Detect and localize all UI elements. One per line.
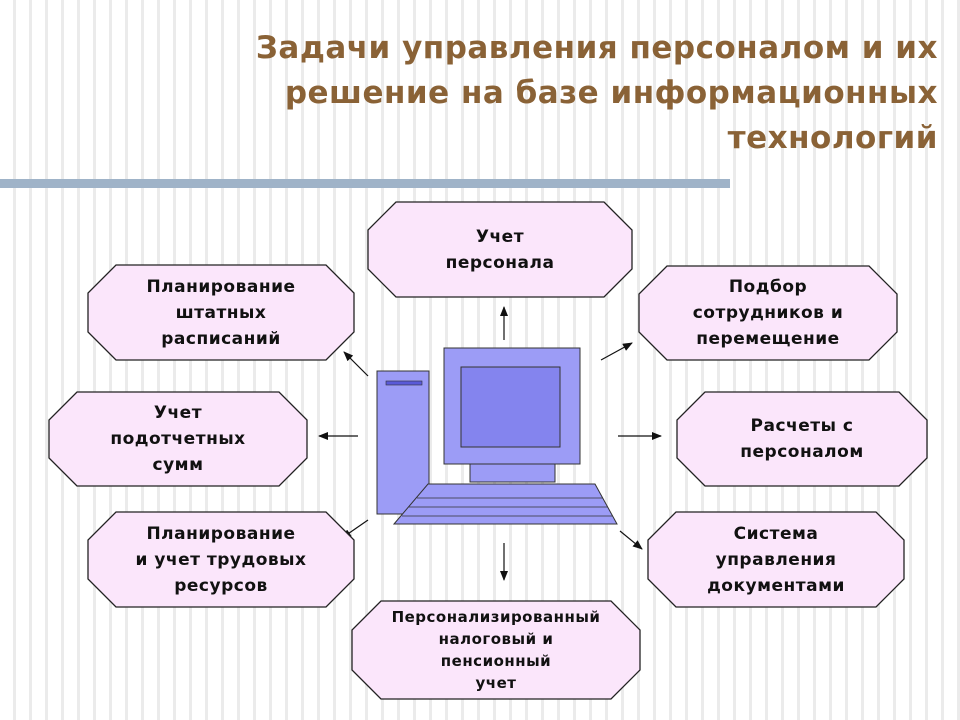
octagon-shape [638,265,898,361]
octagon-shape [87,264,355,361]
task-label: Расчеты с персоналом [740,416,864,462]
arrow-to-document-management [619,530,643,550]
octagon-shape [367,201,633,298]
arrow-to-recruitment [600,342,633,361]
octagon-outline [48,391,308,487]
octagon-shape [48,391,308,487]
arrow-to-staff-planning [343,351,369,377]
connector-arrows [318,306,662,581]
octagon-outline [367,201,633,298]
octagon-shape [351,600,641,700]
octagon-outline [87,511,355,608]
octagon-shape [676,391,928,487]
box-labor-resources[interactable]: Планирование и учет трудовых ресурсов [87,511,355,608]
octagon-outline [351,600,641,700]
box-recruitment[interactable]: Подбор сотрудников и перемещение [638,265,898,361]
box-personnel-accounting[interactable]: Учет персонала [367,201,633,298]
box-payroll[interactable]: Расчеты с персоналом [676,391,928,487]
octagon-shape [87,511,355,608]
task-label: Система управления документами [707,523,845,596]
title-line-1: Задачи управления персоналом и их [255,30,938,66]
octagon-outline [638,265,898,361]
task-label: Учет персонала [445,226,555,273]
slide-title: Задачи управления персоналом и их решени… [78,26,938,161]
task-label: Персонализированный налоговый и пенсионн… [391,608,601,692]
box-document-management[interactable]: Система управления документами [647,511,905,608]
task-label: Учет подотчетных сумм [110,403,246,475]
task-label: Планирование и учет трудовых ресурсов [135,523,307,596]
task-label: Планирование штатных расписаний [146,276,296,349]
box-tax-pension-accounting[interactable]: Персонализированный налоговый и пенсионн… [351,600,641,700]
computer-icon [376,347,618,525]
octagon-outline [87,264,355,361]
title-line-3: технологий [727,120,938,156]
title-line-2: решение на базе информационных [284,75,938,111]
box-accountable-sums[interactable]: Учет подотчетных сумм [48,391,308,487]
octagon-outline [676,391,928,487]
task-label: Подбор сотрудников и перемещение [692,277,844,349]
box-staff-planning[interactable]: Планирование штатных расписаний [87,264,355,361]
octagon-shape [647,511,905,608]
octagon-outline [647,511,905,608]
title-divider [0,179,730,188]
